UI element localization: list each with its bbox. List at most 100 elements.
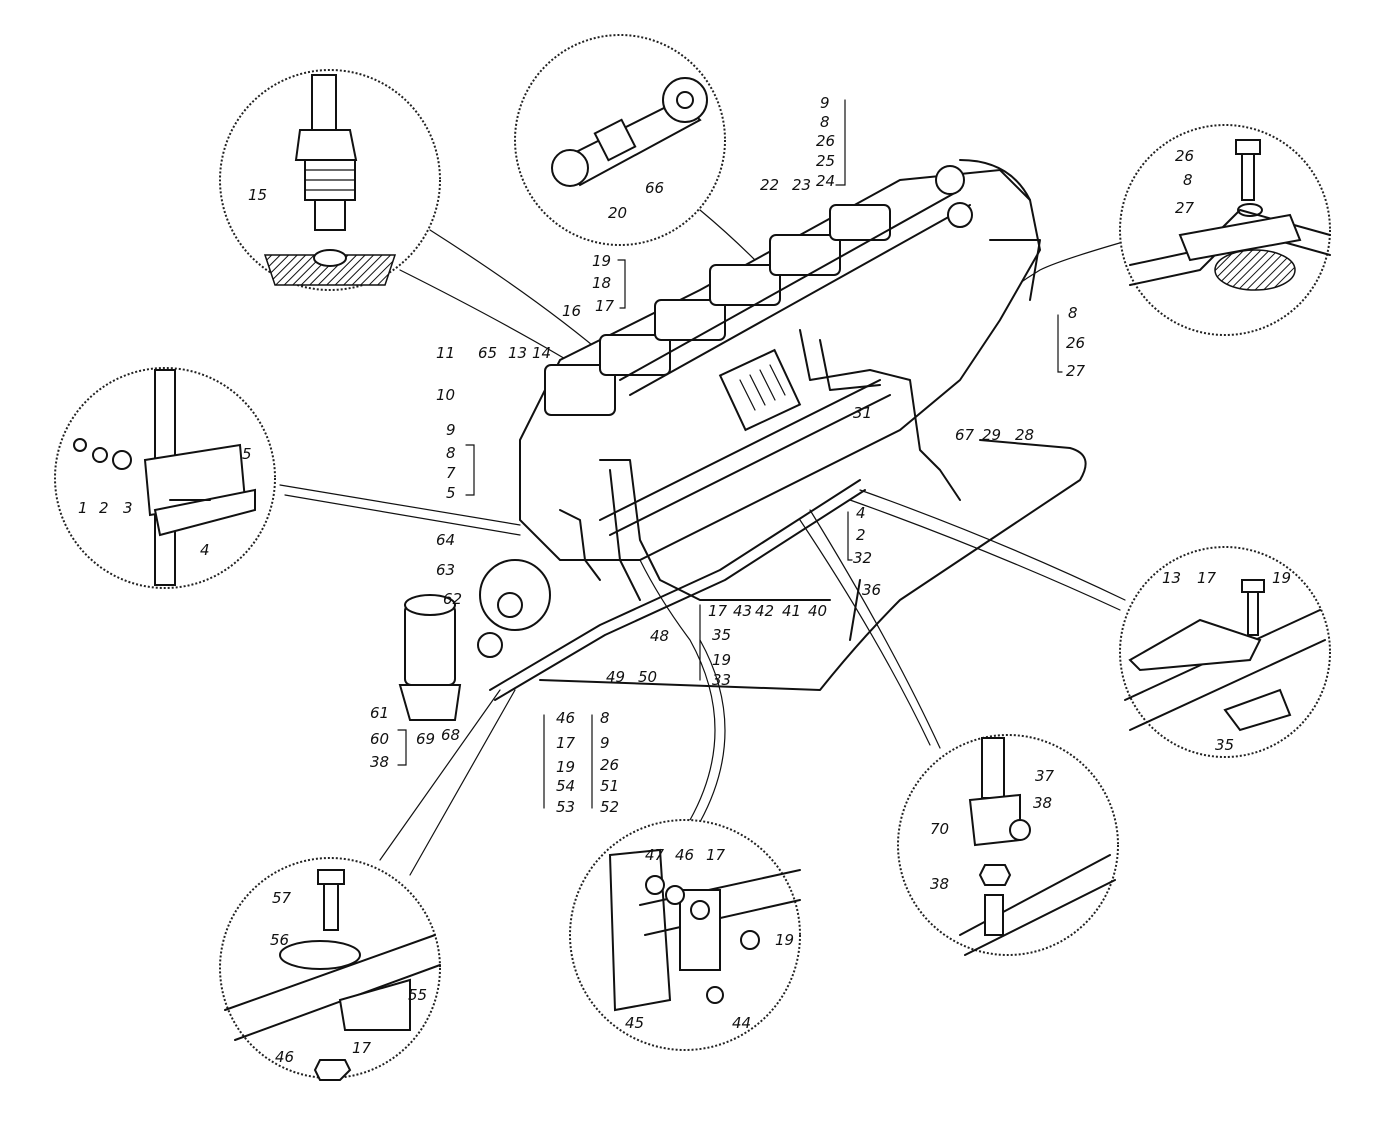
- label: 16: [562, 302, 581, 320]
- label: 22: [760, 176, 779, 194]
- inset-circle-top-right: [1119, 124, 1331, 336]
- label: 66: [645, 179, 664, 197]
- inset-circle-bottom-right: [897, 734, 1119, 956]
- label: 60: [370, 730, 389, 748]
- label: 19: [1272, 569, 1291, 587]
- label: 33: [712, 671, 731, 689]
- inset-circle-right: [1119, 546, 1331, 758]
- label: 63: [436, 561, 455, 579]
- label: 17: [706, 846, 726, 864]
- label: 8: [820, 113, 830, 131]
- label: 5: [242, 445, 252, 463]
- label: 9: [820, 94, 830, 112]
- label: 26: [600, 756, 619, 774]
- label: 8: [600, 709, 610, 727]
- label: 49: [606, 668, 625, 686]
- label: 55: [408, 986, 427, 1004]
- label: 38: [370, 753, 389, 771]
- label: 2: [856, 526, 866, 544]
- callout-labels: 15 20 66 26 8 27 1 2 3 4 5 13 17 19 35 5…: [78, 94, 1291, 1066]
- label: 8: [1068, 304, 1078, 322]
- label: 29: [982, 426, 1001, 444]
- label: 24: [816, 172, 835, 190]
- label: 38: [930, 875, 949, 893]
- label: 70: [930, 820, 949, 838]
- label: 5: [446, 484, 456, 502]
- label: 20: [608, 204, 627, 222]
- label: 67: [955, 426, 975, 444]
- label: 64: [436, 531, 455, 549]
- label: 47: [645, 846, 665, 864]
- label: 14: [532, 344, 551, 362]
- cylinder-head-cover-1: [544, 364, 616, 416]
- label: 31: [853, 404, 872, 422]
- label: 50: [638, 668, 657, 686]
- inset-circle-bottom-left: [219, 857, 441, 1081]
- label: 44: [732, 1014, 751, 1032]
- label: 48: [650, 627, 669, 645]
- label: 18: [592, 274, 611, 292]
- label: 27: [1175, 199, 1195, 217]
- label: 51: [600, 777, 619, 795]
- label: 38: [1033, 794, 1052, 812]
- label: 57: [272, 889, 292, 907]
- label: 13: [508, 344, 527, 362]
- label: 61: [370, 704, 389, 722]
- label: 23: [792, 176, 811, 194]
- engine-assembly: [398, 159, 1087, 721]
- label: 46: [556, 709, 575, 727]
- label: 1: [78, 499, 88, 517]
- bolt: [1241, 149, 1255, 201]
- label: 26: [1066, 334, 1085, 352]
- label: 17: [352, 1039, 372, 1057]
- label: 17: [708, 602, 728, 620]
- label: 7: [446, 464, 456, 482]
- label: 52: [600, 798, 619, 816]
- label: 37: [1035, 767, 1055, 785]
- label: 46: [675, 846, 694, 864]
- label: 11: [436, 344, 455, 362]
- label: 8: [446, 444, 456, 462]
- label: 9: [600, 734, 610, 752]
- label: 68: [441, 726, 460, 744]
- label: 10: [436, 386, 455, 404]
- label: 8: [1183, 171, 1193, 189]
- label: 46: [275, 1048, 294, 1066]
- label: 15: [248, 186, 267, 204]
- label: 13: [1162, 569, 1181, 587]
- label: 43: [733, 602, 752, 620]
- label: 32: [853, 549, 872, 567]
- label: 4: [856, 504, 866, 522]
- label: 17: [556, 734, 576, 752]
- label: 69: [416, 730, 435, 748]
- label: 17: [1197, 569, 1217, 587]
- inset-circle-top-center: [514, 34, 726, 246]
- label: 19: [712, 651, 731, 669]
- leader-lines: [279, 209, 1131, 876]
- label: 42: [755, 602, 774, 620]
- pipe: [311, 74, 337, 136]
- label: 19: [775, 931, 794, 949]
- label: 62: [443, 590, 462, 608]
- label: 65: [478, 344, 497, 362]
- label: 2: [99, 499, 109, 517]
- label: 4: [200, 541, 210, 559]
- label: 53: [556, 798, 575, 816]
- label: 36: [862, 581, 881, 599]
- inset-circle-bottom-center: [569, 819, 801, 1051]
- label: 17: [595, 297, 615, 315]
- injection-pump: [718, 348, 802, 432]
- inset-circle-top-left: [219, 69, 441, 291]
- label: 28: [1015, 426, 1034, 444]
- inset-circle-left: [54, 367, 276, 589]
- label: 35: [1215, 736, 1234, 754]
- label: 56: [270, 931, 289, 949]
- label: 26: [1175, 147, 1194, 165]
- label: 26: [816, 132, 835, 150]
- label: 27: [1066, 362, 1086, 380]
- label: 40: [808, 602, 827, 620]
- label: 45: [625, 1014, 644, 1032]
- label: 54: [556, 777, 575, 795]
- label: 41: [782, 602, 801, 620]
